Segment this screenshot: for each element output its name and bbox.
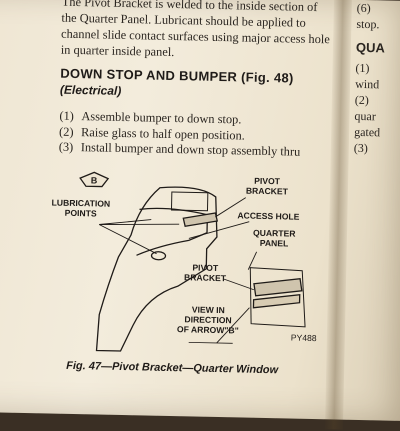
- access-hole: [170, 191, 209, 212]
- right-line: gated: [354, 124, 381, 140]
- right-line: stop.: [356, 16, 380, 32]
- figure-code-text: PY488: [290, 332, 317, 344]
- lubrication-point: [150, 251, 167, 261]
- view-underline: [188, 342, 233, 344]
- leader-pivot-top: [215, 197, 246, 218]
- label-lubrication-points: LUBRICATION POINTS: [51, 197, 111, 219]
- pivot-bracket-mid-text: PIVOT BRACKET: [183, 262, 227, 284]
- right-column: (6) stop. QUA (1) wind (2) quar gated (3…: [354, 0, 400, 157]
- lubrication-label-text: LUBRICATION POINTS: [51, 197, 111, 219]
- arrow-b-icon: [79, 171, 110, 188]
- detail-bracket-lower: [252, 293, 301, 309]
- leader-lubrication: [98, 219, 180, 255]
- figure-47: B LUBRICATION POINTS PIVOT BRACKET ACCES…: [36, 163, 340, 364]
- right-line: (2): [354, 92, 369, 108]
- leader-quarter-panel: [247, 251, 258, 270]
- leader-access-hole: [188, 221, 250, 239]
- step-number: (1): [59, 108, 75, 123]
- view-direction-text: VIEW IN DIRECTION OF ARROW"B": [176, 304, 239, 336]
- view-arrow: [216, 307, 250, 344]
- label-quarter-panel: QUARTER PANEL: [253, 228, 296, 249]
- arrow-letter: B: [91, 175, 98, 185]
- steps-list: (1) Assemble bumper to down stop. (2) Rais…: [59, 109, 360, 162]
- detail-bracket: [253, 278, 303, 297]
- pivot-bracket-top: [182, 212, 219, 228]
- label-pivot-bracket-top: PIVOT BRACKET: [246, 176, 288, 197]
- right-line: (3): [353, 140, 368, 156]
- figure-illustration: B: [79, 171, 306, 352]
- access-hole-text: ACCESS HOLE: [237, 210, 300, 222]
- quarter-panel-outline: [95, 186, 218, 352]
- step-text: Assemble bumper to down stop.: [81, 109, 242, 127]
- step-number: (3): [58, 139, 74, 154]
- detail-view-frame: [249, 267, 306, 328]
- right-line: (1): [355, 60, 370, 76]
- step-text: Raise glass to half open position.: [80, 124, 246, 143]
- intro-paragraph: The Pivot Bracket is welded to the insid…: [61, 0, 347, 64]
- right-line: quar: [354, 108, 376, 124]
- main-column: The Pivot Bracket is welded to the insid…: [59, 0, 347, 159]
- leader-pivot-mid: [223, 278, 254, 291]
- label-access-hole: ACCESS HOLE: [237, 210, 299, 221]
- pivot-bracket-top-text: PIVOT BRACKET: [245, 175, 289, 197]
- step-number: (2): [58, 124, 74, 139]
- label-pivot-bracket-mid: PIVOT BRACKET: [184, 262, 226, 283]
- quarter-panel-text: QUARTER PANEL: [252, 227, 296, 249]
- right-line: wind: [355, 76, 380, 92]
- inner-panel-line: [136, 207, 209, 256]
- section-subheading: (Electrical): [59, 82, 122, 98]
- label-view-direction: VIEW IN DIRECTION OF ARROW"B": [177, 304, 239, 335]
- right-line: (6): [356, 0, 371, 16]
- right-heading: QUA: [355, 39, 385, 56]
- label-figure-code: PY488: [291, 333, 317, 344]
